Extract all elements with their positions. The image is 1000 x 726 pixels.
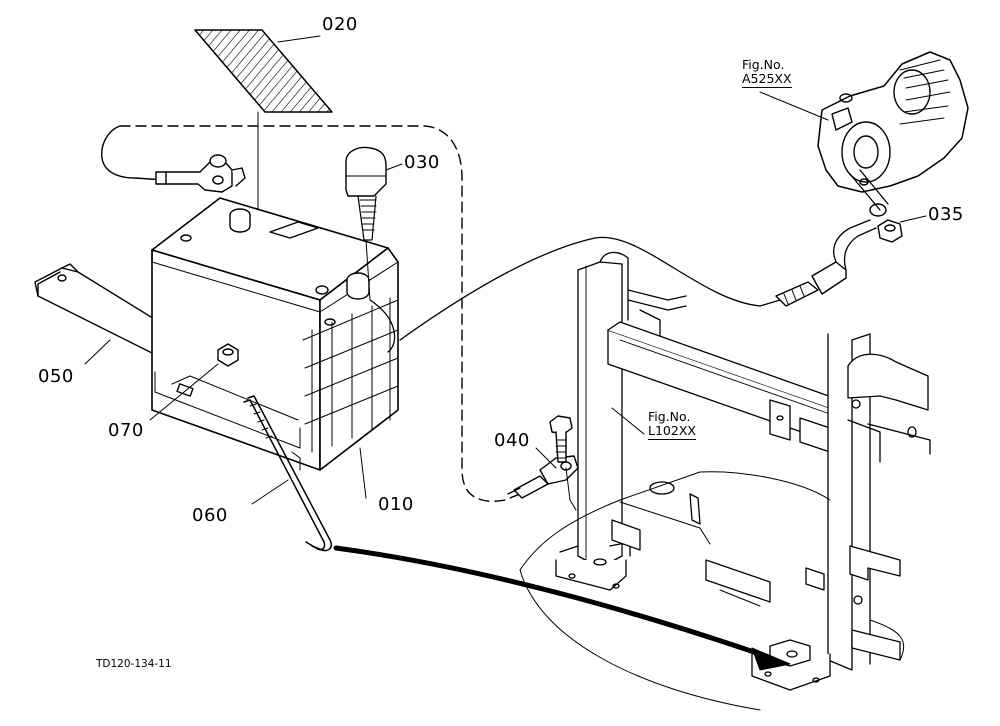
fig-ref-frame: Fig.No. L102XX [648,410,696,440]
fig-ref-frame-code: L102XX [648,423,696,440]
negative-cable-loop [101,125,521,502]
callout-070: 070 [108,420,144,441]
callout-030: 030 [404,152,440,173]
leader-lines [84,35,927,505]
callout-035: 035 [928,204,964,225]
negative-terminal-clamp [155,154,246,193]
part-030-terminal-cover [345,146,387,301]
callout-060: 060 [192,505,228,526]
machine-frame [519,251,931,711]
fig-ref-starter: Fig.No. A525XX [742,58,792,88]
callout-040: 040 [494,430,530,451]
fig-ref-starter-label: Fig.No. [742,57,785,72]
part-035-nut [877,219,903,243]
callout-050: 050 [38,366,74,387]
location-arrow [333,545,791,671]
ground-bolt [549,415,577,511]
callout-020: 020 [322,14,358,35]
part-070-nut [217,343,239,367]
part-040-ground-terminal [507,455,579,499]
callout-010: 010 [378,494,414,515]
part-060-j-bolt [243,395,333,552]
drawing-code: TD120-134-11 [96,658,172,670]
fig-ref-frame-label: Fig.No. [648,409,691,424]
starter-motor [817,51,969,211]
positive-cable [369,203,887,353]
part-010-battery [151,197,399,471]
fig-ref-starter-code: A525XX [742,71,792,88]
